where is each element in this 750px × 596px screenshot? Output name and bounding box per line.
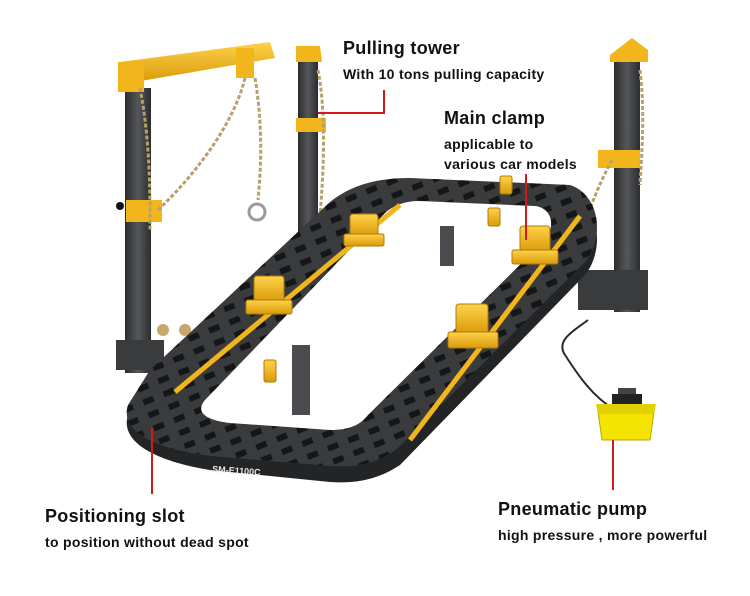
- positioning-slot-title: Positioning slot: [45, 506, 185, 526]
- pneumatic-pump: [561, 319, 656, 441]
- model-plate: SM-E1100C: [212, 464, 262, 477]
- pneumatic-pump-callout-line: [612, 440, 614, 490]
- positioning-slot-subtitle: to position without dead spot: [45, 534, 249, 550]
- main-clamp-callout-line: [525, 174, 527, 240]
- pulling-tower-callout-line-h: [318, 112, 385, 114]
- positioning-slot-callout-line: [151, 428, 153, 494]
- main-clamps: [245, 175, 559, 383]
- pneumatic-pump-title: Pneumatic pump: [498, 499, 648, 519]
- main-clamp-title: Main clamp: [444, 108, 546, 128]
- pulling-tower: [296, 46, 326, 248]
- main-clamp-line2: various car models: [444, 156, 578, 172]
- pneumatic-pump-subtitle: high pressure , more powerful: [498, 527, 708, 543]
- left-chains: [138, 77, 263, 231]
- pneumatic-pump-callout: Pneumatic pump high pressure , more powe…: [498, 499, 707, 543]
- positioning-slot-callout: Positioning slot to position without dea…: [45, 506, 249, 550]
- frame-platform: SM-E1100C: [126, 178, 597, 483]
- back-left-tower: [116, 42, 275, 373]
- back-right-tower: [568, 38, 648, 312]
- pulling-tower-subtitle: With 10 tons pulling capacity: [343, 66, 545, 82]
- pulling-tower-callout-line-v: [383, 90, 385, 114]
- main-clamp-callout: Main clamp applicable to various car mod…: [444, 108, 577, 172]
- main-clamp-line1: applicable to: [444, 136, 534, 152]
- pulling-tower-title: Pulling tower: [343, 38, 460, 58]
- pulling-tower-callout: Pulling tower With 10 tons pulling capac…: [343, 38, 545, 82]
